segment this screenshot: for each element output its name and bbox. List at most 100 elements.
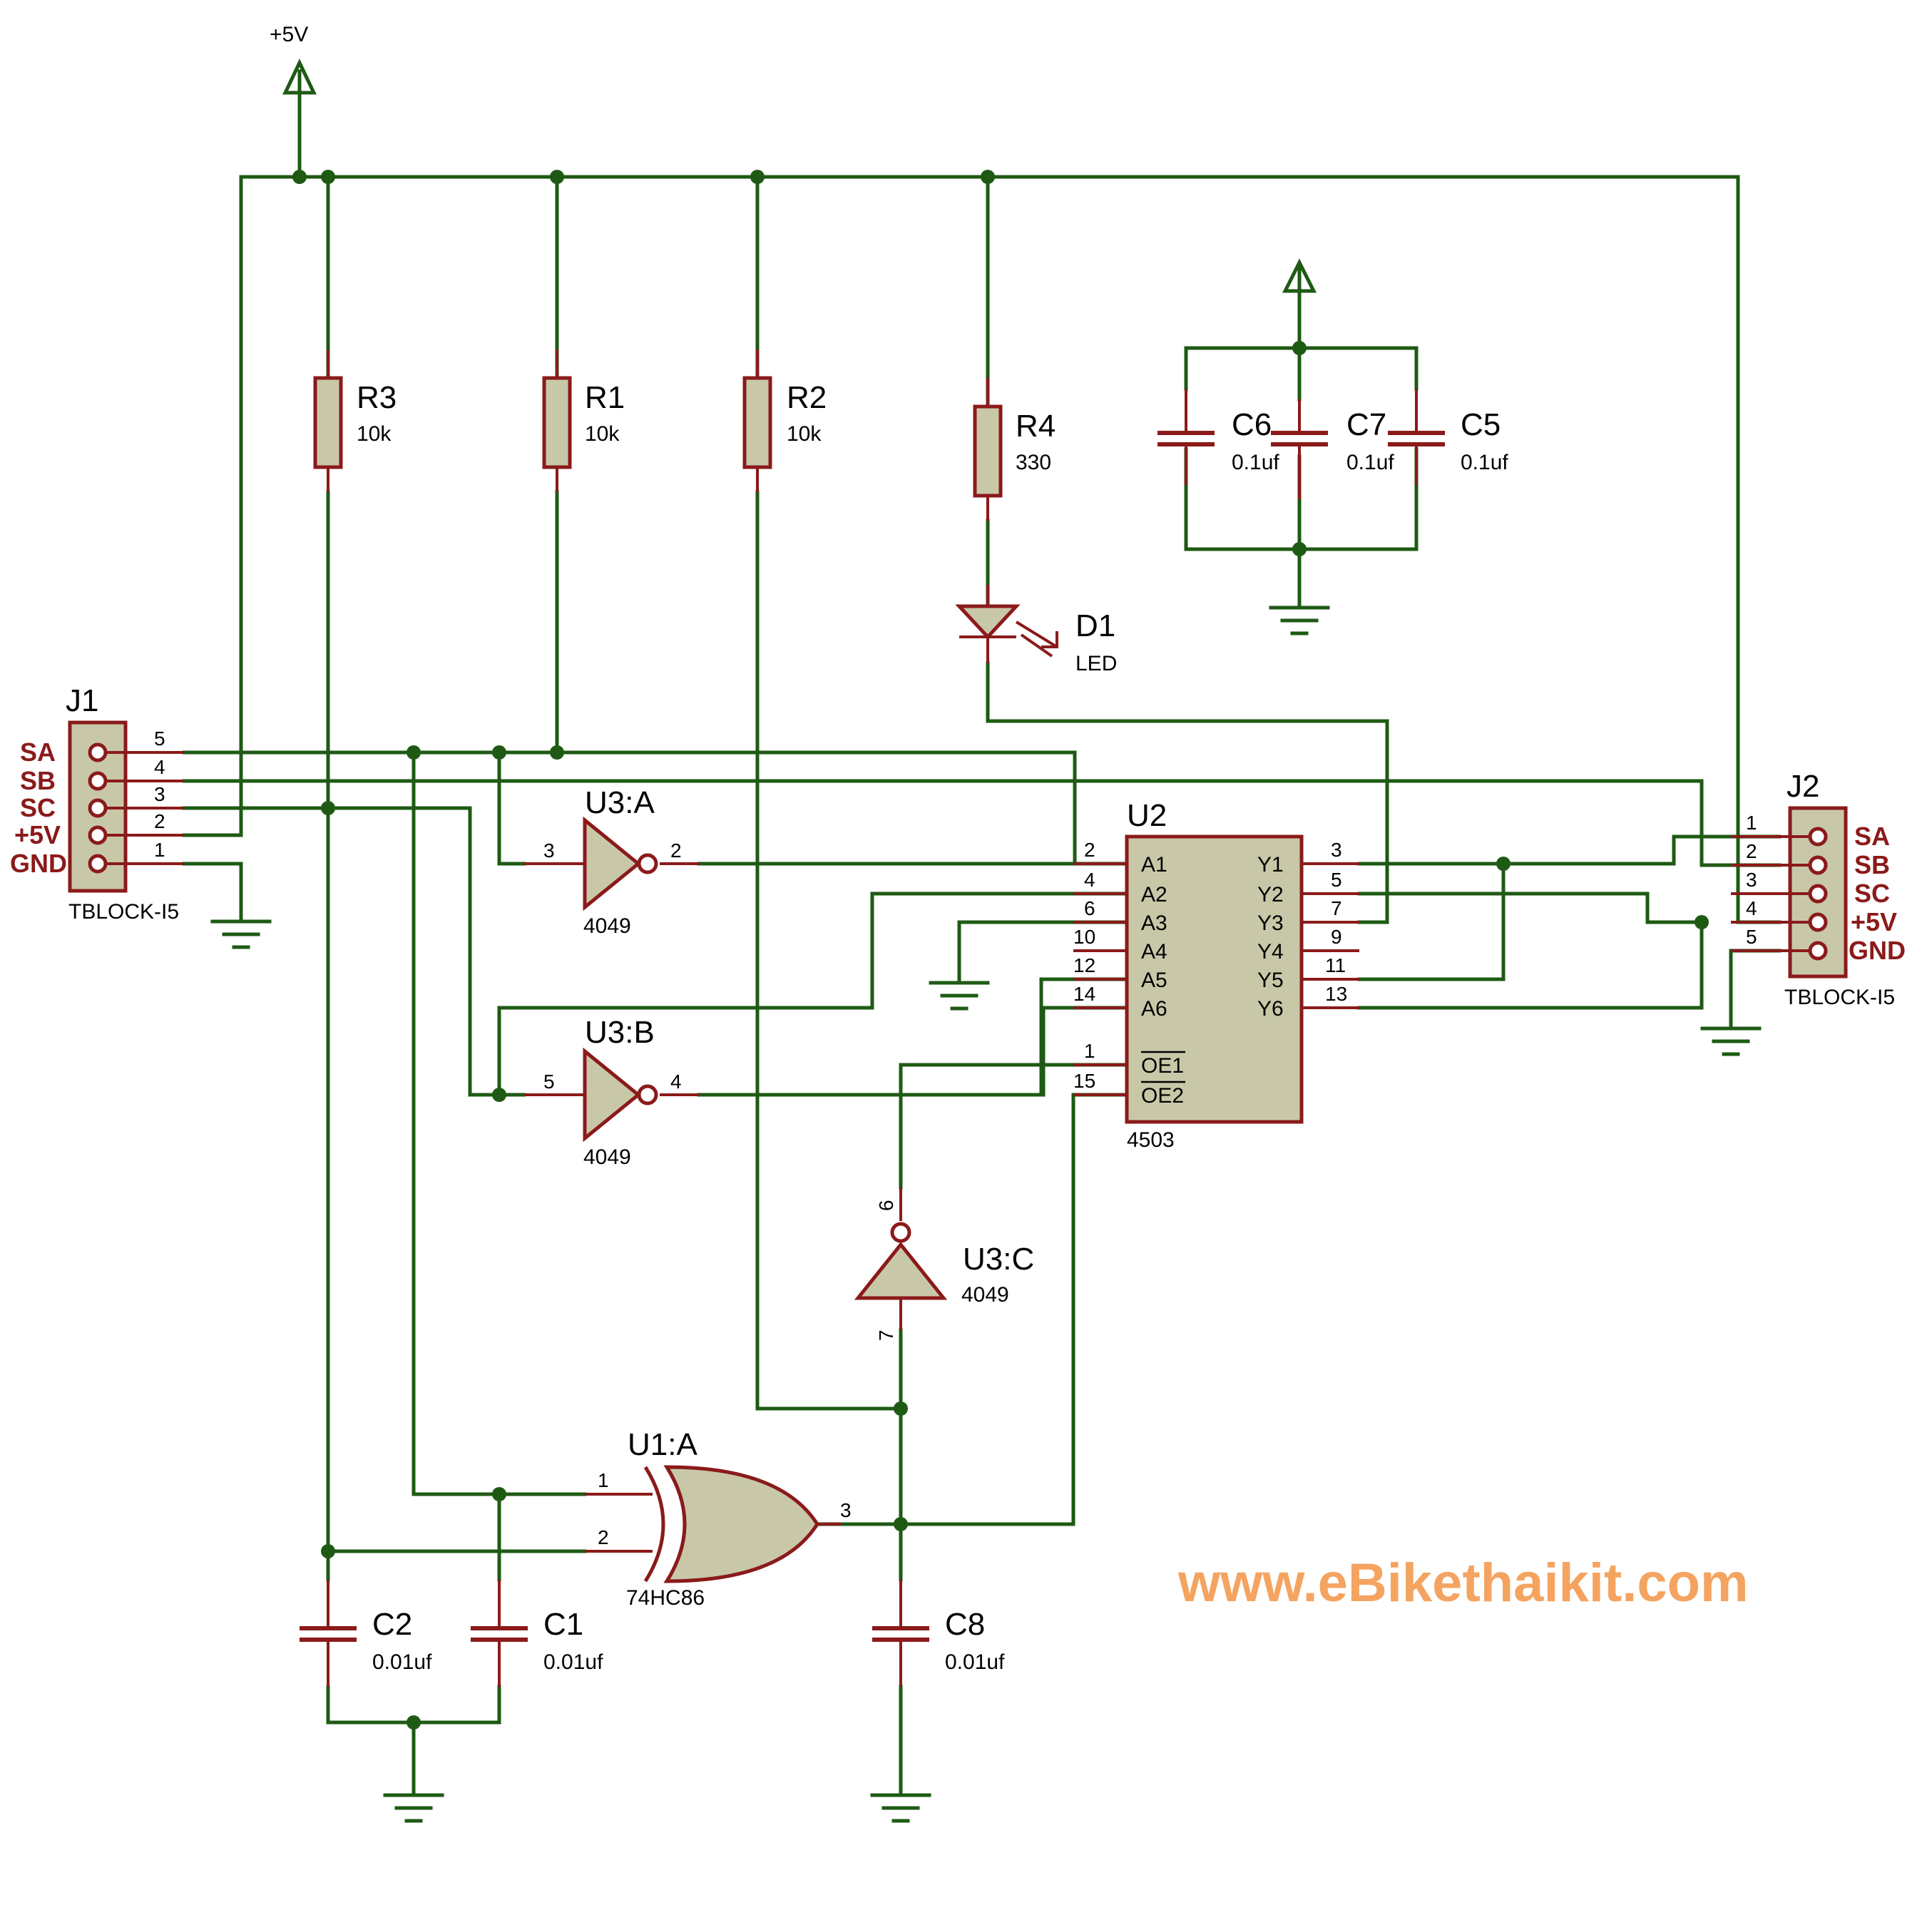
capacitor-c5: C5 0.1uf	[1388, 389, 1508, 485]
junction	[292, 170, 307, 184]
junction	[1496, 857, 1511, 871]
signal-label: SA	[1854, 822, 1890, 851]
pin-number: 4	[670, 1071, 682, 1093]
pin-number: 15	[1073, 1070, 1095, 1092]
pin-name: Y3	[1257, 911, 1284, 935]
pin-name: A6	[1141, 997, 1167, 1021]
junction	[492, 745, 506, 760]
signal-label: GND	[1849, 936, 1906, 965]
pin-name: OE2	[1141, 1084, 1184, 1108]
resistor-value: 10k	[787, 422, 822, 446]
pin-number: 4	[1084, 869, 1095, 891]
resistor-ref: R4	[1016, 409, 1056, 444]
gate-ref: U3:B	[585, 1015, 655, 1050]
capacitor-value: 0.01uf	[372, 1650, 432, 1674]
pin-number: 3	[543, 839, 555, 862]
junction	[321, 1544, 335, 1558]
pin-name: A3	[1141, 911, 1167, 935]
junction	[1292, 542, 1307, 556]
pin-number: 1	[1084, 1040, 1095, 1062]
junction	[492, 1088, 506, 1102]
connector-part: TBLOCK-I5	[1784, 986, 1895, 1009]
pin-number: 3	[840, 1499, 852, 1521]
capacitor-ref: C6	[1232, 407, 1272, 442]
capacitor-ref: C8	[945, 1607, 985, 1642]
capacitor-value: 0.1uf	[1232, 451, 1279, 474]
pin-number: 4	[1746, 897, 1757, 919]
wires	[182, 105, 1782, 1796]
capacitor-value: 0.1uf	[1461, 451, 1508, 474]
signal-label: +5V	[1851, 907, 1897, 936]
capacitor-value: 0.01uf	[945, 1650, 1005, 1674]
capacitor-c1: C1 0.01uf	[471, 1580, 603, 1687]
junction	[750, 170, 765, 184]
pin-name: Y6	[1257, 997, 1284, 1021]
pin-name: A4	[1141, 940, 1167, 964]
connector-j2: J2 1 2 3 4 5 SA SB SC +5V GND TBLOCK-I5	[1731, 769, 1906, 1009]
capacitor-c8: C8 0.01uf	[872, 1580, 1005, 1687]
pin-number: 3	[154, 783, 165, 805]
capacitor-value: 0.01uf	[543, 1650, 603, 1674]
led-d1: D1 LED	[955, 585, 1117, 675]
gate-ref: U3:C	[963, 1242, 1034, 1277]
ground-caps	[1269, 606, 1330, 635]
junction	[321, 801, 335, 815]
vcc-label: +5V	[270, 23, 308, 46]
gate-ref: U1:A	[628, 1427, 697, 1462]
pin-number: 7	[1331, 897, 1342, 919]
led-ref: D1	[1075, 608, 1115, 643]
pin-number: 13	[1325, 983, 1347, 1005]
signal-label: SA	[20, 737, 56, 767]
pin-name: A5	[1141, 969, 1167, 992]
pin-number: 3	[1331, 839, 1342, 861]
pin-name: OE1	[1141, 1054, 1184, 1078]
connector-j1: J1 5 4 3 2 1 SA SB SC +5V GND TBLOCK-I5	[10, 683, 184, 924]
vcc-symbol-caps	[1282, 258, 1317, 293]
pin-name: A2	[1141, 883, 1167, 906]
inverter-u3c: U3:C 4049 6 7	[854, 1188, 1034, 1341]
junction	[981, 170, 995, 184]
vcc-symbol: +5V	[270, 23, 317, 109]
junction	[894, 1517, 908, 1531]
capacitor-ref: C2	[372, 1607, 412, 1642]
pin-number: 1	[598, 1469, 609, 1491]
ground-j1	[210, 918, 272, 949]
signal-label: SC	[20, 793, 56, 822]
pin-number: 2	[670, 839, 682, 862]
junctions	[292, 170, 1709, 1730]
ic-u2: U2 4503 2 4 6 10 12 14 1 15 A1 A2 A3 A4 …	[1073, 798, 1359, 1152]
pin-number: 14	[1073, 983, 1095, 1005]
ic-ref: U2	[1127, 798, 1167, 833]
resistor-value: 330	[1016, 451, 1051, 474]
junction	[1695, 915, 1709, 929]
resistor-r2: R2 10k	[742, 349, 827, 492]
signal-label: +5V	[14, 820, 61, 849]
pin-number: 1	[154, 839, 165, 861]
pin-number: 5	[154, 727, 165, 750]
ic-part: 4503	[1127, 1128, 1175, 1152]
pin-number: 12	[1073, 954, 1095, 976]
pin-number: 6	[1084, 897, 1095, 919]
capacitor-value: 0.1uf	[1346, 451, 1394, 474]
gate-part: 4049	[583, 1145, 631, 1169]
resistor-r4: R4 330	[973, 378, 1056, 521]
inverter-u3b: U3:B 4049 5 4	[524, 1015, 699, 1169]
pin-name: Y1	[1257, 853, 1284, 877]
ground-c8	[870, 1793, 931, 1823]
junction	[550, 170, 564, 184]
pin-name: Y4	[1257, 940, 1284, 964]
pin-number: 5	[543, 1071, 555, 1093]
resistor-ref: R2	[787, 380, 827, 415]
pin-number: 11	[1325, 954, 1346, 976]
junction	[1292, 341, 1307, 355]
pin-number: 3	[1746, 869, 1757, 891]
junction	[407, 745, 421, 760]
capacitor-c7: C7 0.1uf	[1271, 399, 1394, 499]
inverter-u3a: U3:A 4049 3 2	[524, 785, 699, 938]
signal-label: GND	[10, 849, 67, 878]
pin-number: 2	[598, 1526, 609, 1548]
pin-number: 6	[875, 1200, 897, 1211]
watermark-url[interactable]: www.eBikethaikit.com	[1177, 1553, 1749, 1613]
junction	[550, 745, 564, 760]
